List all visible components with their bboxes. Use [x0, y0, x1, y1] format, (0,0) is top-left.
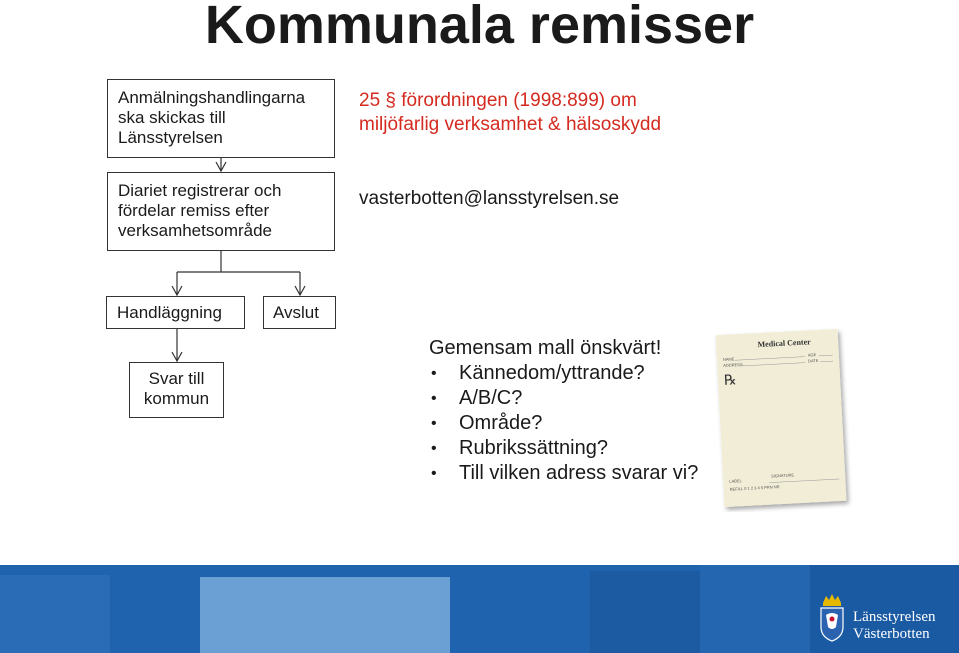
prescription-name-label: NAME: [723, 356, 735, 362]
flow-box-submission-line: ska skickas till: [118, 108, 226, 127]
flow-box-registration-line: verksamhetsområde: [118, 221, 273, 240]
county-logo: Länsstyrelsen Västerbotten: [853, 609, 935, 643]
notes-section: Gemensam mall önskvärt! Kännedom/yttrand…: [429, 336, 699, 486]
prescription-signature-label: SIGNATURE: [771, 472, 795, 478]
prescription-address-label: ADDRESS: [723, 362, 743, 368]
flow-box-closing: Avslut: [263, 296, 336, 329]
prescription-age-label: AGE: [808, 352, 817, 357]
list-item: A/B/C?: [429, 386, 699, 411]
flow-box-submission-line: Länsstyrelsen: [118, 128, 223, 147]
rx-symbol-icon: ℞: [724, 373, 737, 389]
flow-box-reply-line: Svar till: [148, 369, 205, 388]
flow-box-reply-line: kommun: [143, 389, 210, 408]
ordinance-line: 25 § förordningen (1998:899) om: [359, 90, 637, 111]
prescription-date-label: DATE: [808, 358, 819, 364]
contact-email: vasterbotten@lansstyrelsen.se: [359, 188, 620, 209]
logo-line: Västerbotten: [853, 626, 930, 642]
flow-box-submission-line: Anmälningshandlingarna: [118, 88, 306, 107]
county-crest-icon: [820, 594, 844, 642]
list-item: Område?: [429, 411, 699, 436]
flow-box-reply: Svar till kommun: [129, 362, 224, 418]
notes-heading: Gemensam mall önskvärt!: [429, 337, 662, 359]
footer-band: [0, 565, 959, 653]
notes-list: Kännedom/yttrande? A/B/C? Område? Rubrik…: [429, 361, 699, 486]
flow-box-registration-line: fördelar remiss efter: [118, 201, 270, 220]
page-title: Kommunala remisser: [204, 0, 755, 55]
flow-box-handling: Handläggning: [106, 296, 245, 329]
flow-box-registration-line: Diariet registrerar och: [118, 181, 282, 200]
ordinance-reference: 25 § förordningen (1998:899) om miljöfar…: [359, 89, 661, 137]
logo-line: Länsstyrelsen: [853, 609, 936, 625]
list-item: Kännedom/yttrande?: [429, 361, 699, 386]
ordinance-line: miljöfarlig verksamhet & hälsoskydd: [359, 114, 662, 135]
list-item: Rubrikssättning?: [429, 436, 699, 461]
prescription-header: Medical Center: [757, 337, 811, 349]
flow-box-registration: Diariet registrerar och fördelar remiss …: [107, 172, 335, 251]
list-item: Till vilken adress svarar vi?: [429, 461, 699, 486]
prescription-label-label: LABEL: [729, 478, 742, 484]
flow-box-submission: Anmälningshandlingarna ska skickas till …: [107, 79, 335, 158]
prescription-pad-image: Medical Center NAME AGE ADDRESS DATE ℞ L…: [715, 328, 847, 508]
prescription-refill-label: REFILL 0 1 2 3 4 5 PRN NR: [730, 484, 780, 492]
